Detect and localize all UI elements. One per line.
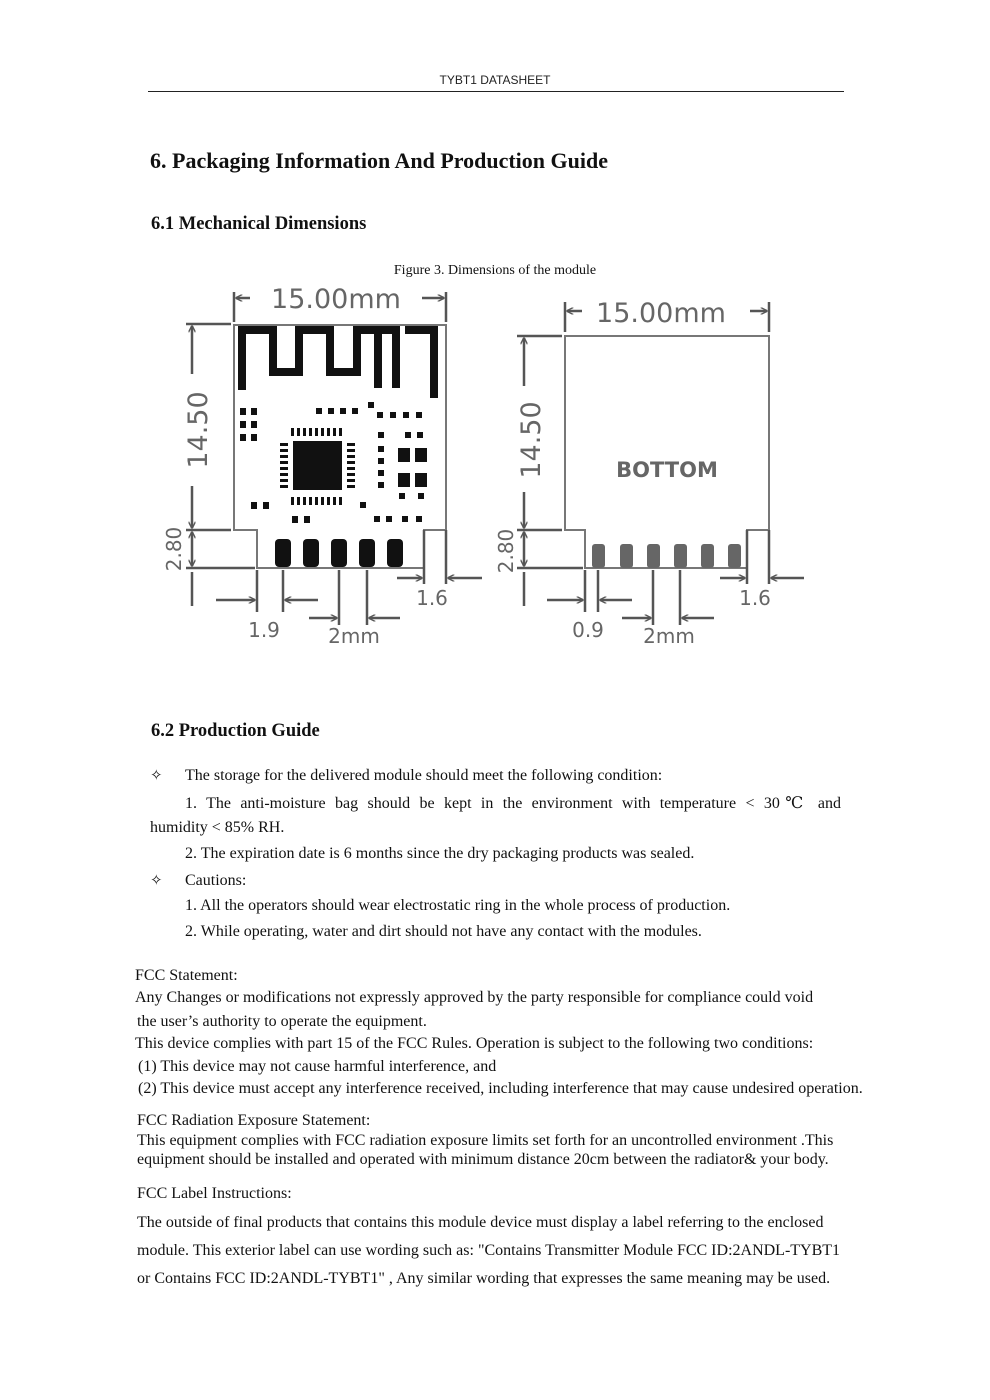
bullet-icon: ✧ [150, 766, 163, 784]
top-pitch-label: 2mm [328, 624, 380, 648]
page-header-title: TYBT1 DATASHEET [439, 73, 551, 87]
fcc-radiation-line-1: This equipment complies with FCC radiati… [137, 1132, 834, 1149]
section-6-2-heading: 6.2 Production Guide [151, 721, 320, 741]
caution-item-1: 1. All the operators should wear electro… [185, 897, 731, 914]
fcc-label-line-1: The outside of final products that conta… [137, 1214, 824, 1231]
module-pads [275, 539, 403, 567]
fcc-statement-line-1: Any Changes or modifications not express… [135, 989, 814, 1006]
module-bottom-pads [592, 544, 741, 568]
bottom-width-label: 15.00mm [596, 298, 726, 329]
fcc-label-title: FCC Label Instructions: [137, 1185, 292, 1202]
header-divider [148, 91, 844, 92]
fcc-statement-title: FCC Statement: [135, 967, 238, 984]
caution-item-2: 2. While operating, water and dirt shoul… [185, 923, 702, 940]
section-6-1-heading: 6.1 Mechanical Dimensions [151, 214, 367, 234]
section-6-heading: 6. Packaging Information And Production … [150, 148, 608, 173]
fcc-condition-2: (2) This device must accept any interfer… [138, 1080, 863, 1097]
top-pin-height-label: 2.80 [162, 527, 186, 572]
fcc-radiation-line-2: equipment should be installed and operat… [137, 1151, 829, 1168]
module-top-view: 15.00mm 14.50 2.80 1.9 2mm 1.6 [162, 284, 482, 648]
top-left-offset-label: 1.9 [248, 618, 280, 642]
top-width-label: 15.00mm [271, 284, 401, 315]
bullet-icon: ✧ [150, 871, 163, 889]
pcb-components [240, 402, 427, 523]
bottom-height-label: 14.50 [516, 401, 547, 478]
fcc-statement-line-2: the user’s authority to operate the equi… [137, 1013, 427, 1030]
cautions-intro: Cautions: [185, 872, 247, 889]
top-height-label: 14.50 [183, 391, 214, 468]
fcc-radiation-title: FCC Radiation Exposure Statement: [137, 1112, 371, 1129]
bottom-left-offset-label: 0.9 [572, 618, 604, 642]
chip-pins [280, 428, 355, 505]
bottom-pitch-label: 2mm [643, 624, 695, 648]
fcc-label-line-2: module. This exterior label can use word… [137, 1242, 841, 1259]
storage-item-1-line-1: 1. The anti-moisture bag should be kept … [185, 795, 841, 812]
fcc-label-line-3: or Contains FCC ID:2ANDL-TYBT1" , Any si… [137, 1270, 831, 1287]
fcc-condition-1: (1) This device may not cause harmful in… [138, 1058, 497, 1075]
storage-item-2: 2. The expiration date is 6 months since… [185, 845, 695, 862]
storage-intro: The storage for the delivered module sho… [185, 767, 663, 784]
bottom-side-label: BOTTOM [616, 458, 718, 482]
fcc-statement-line-3: This device complies with part 15 of the… [135, 1035, 814, 1052]
storage-item-1-line-2: humidity < 85% RH. [150, 819, 285, 836]
bottom-right-offset-label: 1.6 [739, 586, 771, 610]
module-bottom-view: 15.00mm 14.50 2.80 BOTTOM 0.9 2mm 1.6 [494, 298, 804, 648]
module-dimensions-figure: 15.00mm 14.50 2.80 1.9 2mm 1.6 [162, 284, 804, 648]
bottom-pin-height-label: 2.80 [494, 529, 518, 574]
figure-caption: Figure 3. Dimensions of the module [393, 263, 597, 278]
top-right-offset-label: 1.6 [416, 586, 448, 610]
